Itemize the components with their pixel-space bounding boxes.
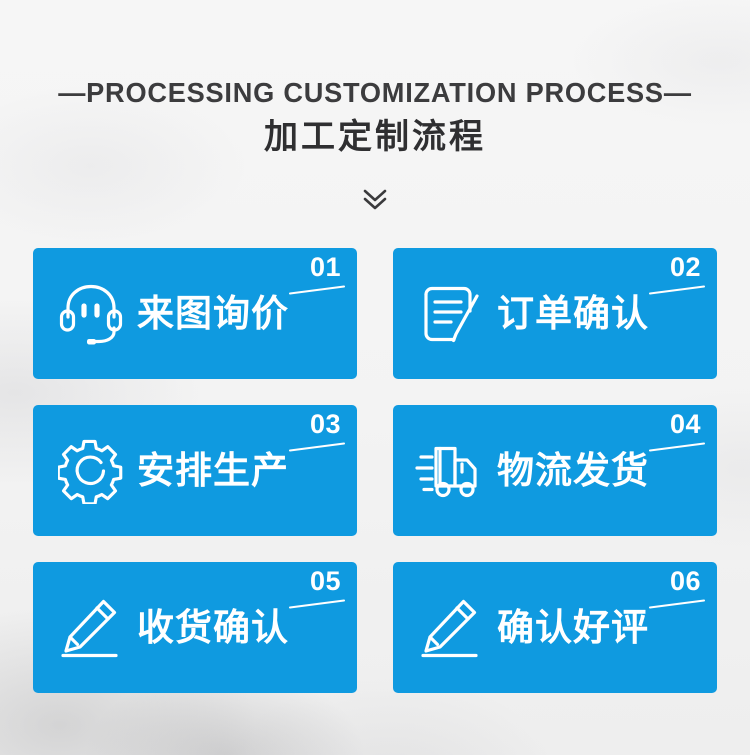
number-underline: [289, 285, 345, 295]
process-step-number: 03: [309, 409, 341, 439]
number-underline: [649, 442, 705, 452]
number-underline: [649, 599, 705, 609]
process-step-label: 安排生产: [137, 450, 289, 491]
page-title-english: —PROCESSING CUSTOMIZATION PROCESS—: [58, 77, 692, 108]
number-underline: [649, 285, 705, 295]
process-step-number: 05: [309, 566, 341, 596]
process-step-number: 01: [309, 252, 341, 282]
process-step-label: 来图询价: [137, 293, 289, 334]
process-step-card-04[interactable]: 物流发货 04: [393, 405, 717, 536]
number-underline: [289, 442, 345, 452]
process-step-card-01[interactable]: 来图询价 01: [33, 248, 357, 379]
process-step-grid: 来图询价 01 订单确认 02: [33, 248, 717, 693]
document-edit-icon: [407, 282, 495, 346]
page-header: —PROCESSING CUSTOMIZATION PROCESS— 加工定制流…: [0, 77, 750, 156]
delivery-truck-icon: [407, 442, 495, 500]
process-step-label: 订单确认: [497, 293, 649, 334]
process-step-label: 物流发货: [497, 450, 649, 491]
pencil-icon: [47, 597, 135, 659]
section-divider: [0, 186, 750, 217]
number-underline: [289, 599, 345, 609]
page-title-chinese: 加工定制流程: [264, 117, 486, 156]
pencil-icon: [407, 597, 495, 659]
process-step-number: 02: [669, 252, 701, 282]
process-step-card-05[interactable]: 收货确认 05: [33, 562, 357, 693]
double-chevron-down-icon: [360, 186, 390, 217]
process-step-label: 确认好评: [497, 607, 649, 648]
headset-icon: [47, 282, 135, 346]
process-step-label: 收货确认: [137, 607, 289, 648]
process-step-card-06[interactable]: 确认好评 06: [393, 562, 717, 693]
process-step-number: 06: [669, 566, 701, 596]
process-step-number: 04: [669, 409, 701, 439]
process-step-card-03[interactable]: 安排生产 03: [33, 405, 357, 536]
gear-icon: [47, 438, 135, 504]
process-step-card-02[interactable]: 订单确认 02: [393, 248, 717, 379]
